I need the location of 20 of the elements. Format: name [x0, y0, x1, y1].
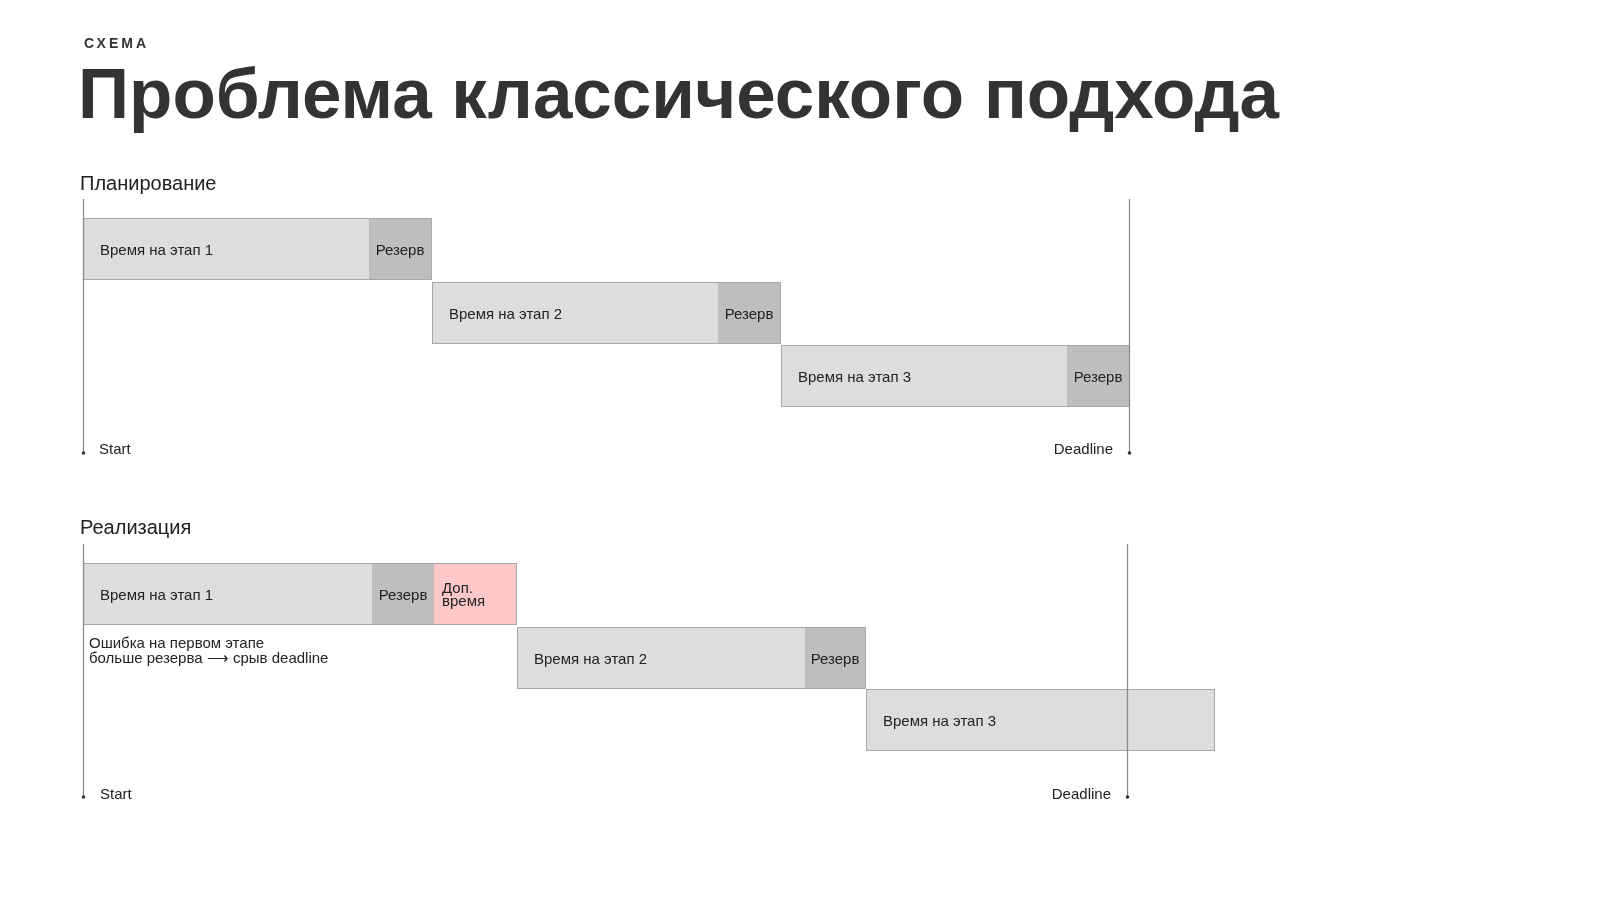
stage-time-bar: Время на этап 3	[781, 345, 1067, 407]
stage-time-bar: Время на этап 1	[83, 563, 372, 625]
section-kicker: СХЕМА	[84, 35, 150, 51]
section-heading: Планирование	[80, 171, 217, 195]
stage-time-bar: Время на этап 2	[432, 282, 718, 344]
reserve-time-bar: Резерв	[1067, 345, 1130, 407]
section-heading: Реализация	[80, 515, 192, 539]
extra-time-bar: Доп. время	[434, 563, 517, 625]
timeline-marker-label: Start	[100, 785, 132, 803]
timeline-marker-label: Start	[99, 440, 131, 458]
reserve-time-bar: Резерв	[805, 627, 866, 689]
reserve-time-bar: Резерв	[369, 218, 432, 280]
stage-time-bar: Время на этап 1	[83, 218, 369, 280]
stage-time-bar: Время на этап 3	[866, 689, 1215, 751]
timeline-marker-label: Deadline	[1053, 440, 1113, 458]
stage-time-bar: Время на этап 2	[517, 627, 805, 689]
page-title: Проблема классического подхода	[78, 56, 1280, 132]
reserve-time-bar: Резерв	[372, 563, 434, 625]
reserve-time-bar: Резерв	[718, 282, 781, 344]
timeline-marker-label: Deadline	[1051, 785, 1111, 803]
